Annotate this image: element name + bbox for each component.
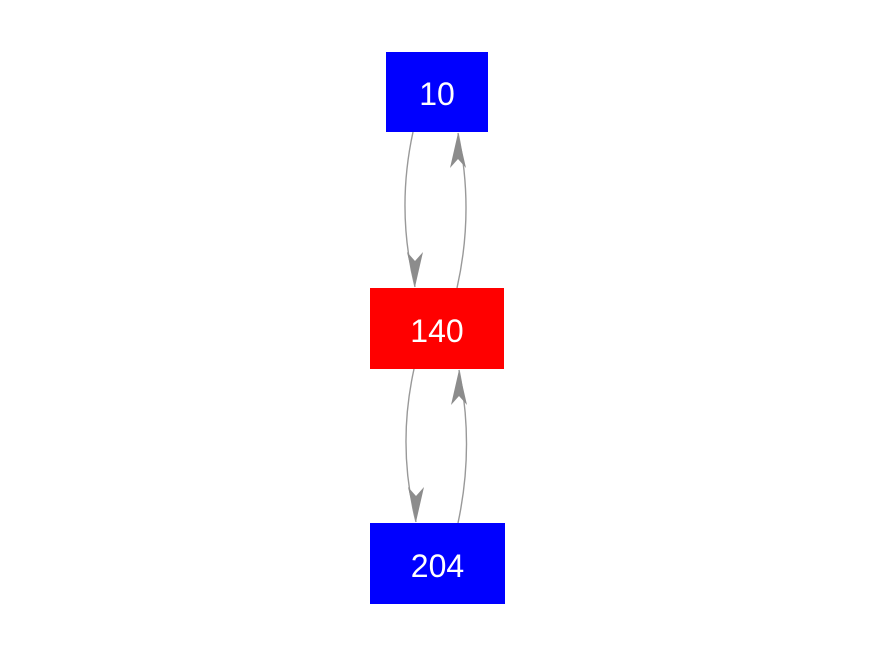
node-204[interactable]: 204: [370, 523, 505, 604]
node-label: 10: [419, 76, 455, 112]
node-140[interactable]: 140: [370, 288, 504, 369]
arrowhead-down-icon: [408, 487, 424, 522]
edge-from-140-to-204: [405, 368, 424, 523]
arrowhead-up-icon: [451, 370, 467, 405]
node-10[interactable]: 10: [386, 52, 488, 132]
node-label: 140: [410, 312, 464, 349]
edge-from-10-to-140: [404, 131, 423, 288]
node-label: 204: [410, 547, 465, 584]
edge-from-140-to-10: [450, 132, 467, 289]
arrowhead-down-icon: [407, 252, 423, 287]
arrowhead-up-icon: [450, 133, 466, 168]
edge-from-204-to-140: [451, 369, 468, 524]
